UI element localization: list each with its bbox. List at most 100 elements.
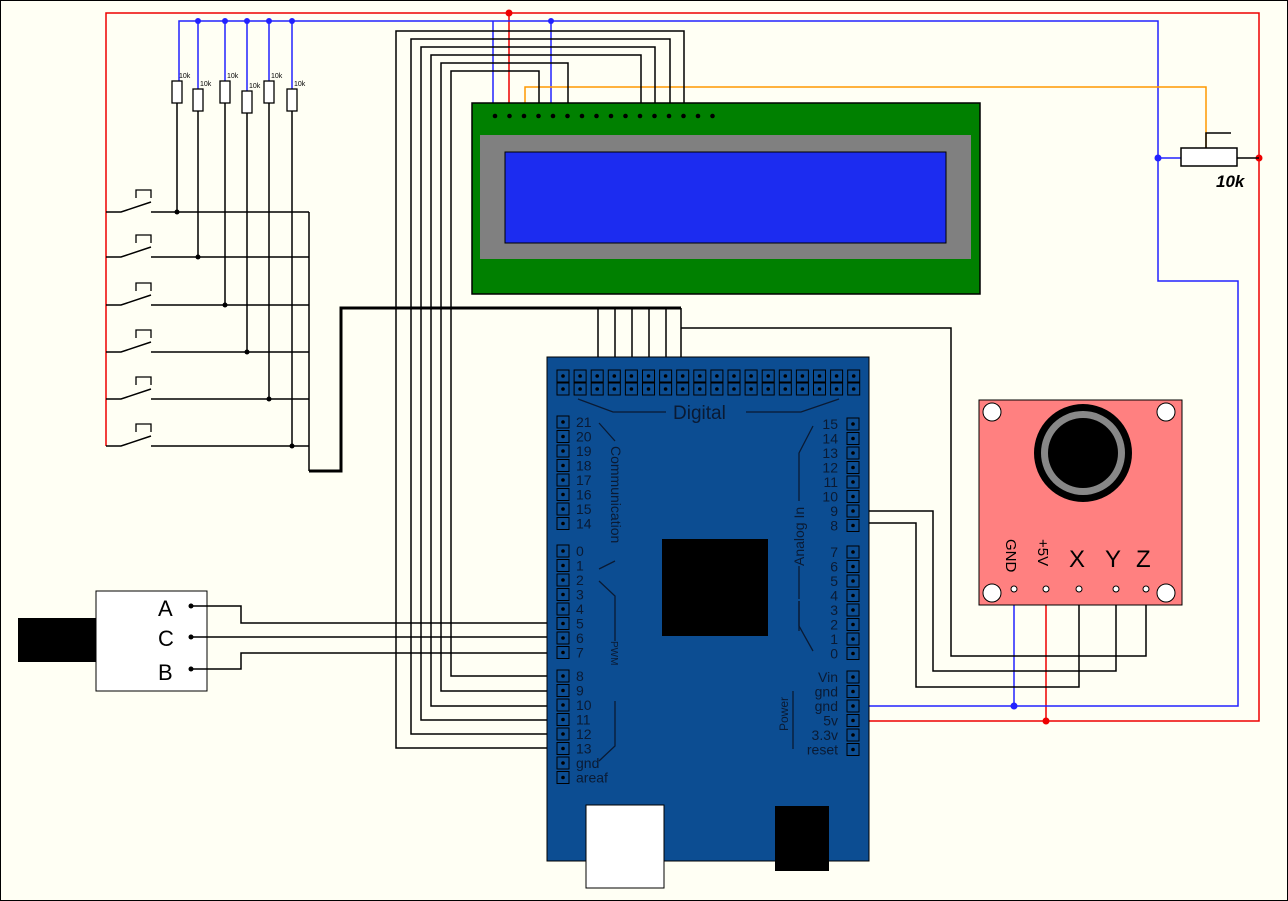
potentiometer[interactable]: 10k: [1180, 132, 1259, 191]
header-pin: [556, 517, 570, 530]
communication-label: Communication: [608, 446, 624, 543]
z-pin-label: Z: [1136, 546, 1151, 573]
rotary-encoder-connector: A C B: [18, 590, 557, 692]
header-pin: [556, 646, 570, 659]
pushbutton-switch[interactable]: [106, 376, 309, 400]
header-pin: [846, 519, 860, 532]
header-pin: [556, 742, 570, 755]
header-pin: [847, 369, 861, 383]
header-pin: [556, 727, 570, 741]
power-pin-label: gnd: [815, 684, 838, 700]
lcd-pin: [507, 113, 512, 119]
power-jack: [775, 806, 829, 871]
header-pin: [556, 602, 570, 616]
lcd-pin: [652, 113, 657, 119]
lcd-display: [471, 102, 981, 295]
power-pin-label: 5v: [823, 713, 838, 729]
resistor: [286, 88, 298, 112]
analog-in-label: Analog In: [791, 507, 807, 566]
header-pin: [556, 444, 570, 458]
digital-label: Digital: [673, 403, 726, 424]
pushbuttons: [106, 189, 309, 447]
header-pin: [846, 743, 860, 756]
header-pin: [727, 382, 741, 396]
lcd-data-wires: [395, 30, 1147, 749]
analog-pin-label: 7: [830, 544, 838, 560]
header-pin: [556, 430, 570, 443]
resistor: [192, 88, 204, 112]
header-pin: [795, 382, 809, 396]
communication-pin-label: 17: [576, 472, 592, 488]
header-pin: [607, 382, 621, 396]
arduino-mega-board: 2120191817161514012345678910111213gndare…: [546, 356, 870, 889]
analog-pin-label: 2: [830, 617, 838, 633]
digital-pin-label: 8: [576, 668, 584, 684]
header-pin: [778, 382, 792, 396]
lcd-pin: [710, 113, 715, 119]
header-pin: [590, 369, 604, 383]
header-pin: [813, 369, 826, 383]
pwm-pin-label: 4: [576, 601, 584, 617]
header-pin: [830, 382, 844, 396]
pwm-pin-label: 2: [576, 572, 584, 588]
header-pin: [846, 618, 860, 631]
pushbutton-switch[interactable]: [106, 282, 309, 306]
header-pin: [556, 698, 570, 712]
y-pin-label: Y: [1105, 546, 1121, 573]
analog-pin-label: 13: [822, 445, 838, 461]
pushbutton-switch[interactable]: [106, 329, 309, 353]
x-pin-label: X: [1069, 546, 1085, 573]
header-pin: [727, 369, 741, 383]
header-pin: [607, 369, 621, 383]
header-pin: [846, 504, 860, 518]
pushbutton-switch[interactable]: [106, 189, 309, 213]
header-pin: [693, 369, 707, 383]
gnd-pin-label: GND: [1002, 539, 1019, 573]
vcc-pin-label: +5V: [1034, 539, 1051, 566]
header-pin: [761, 369, 775, 383]
pin-b-label: B: [158, 660, 173, 685]
power-label: Power: [777, 697, 791, 731]
header-pin: [846, 446, 860, 460]
analog-pin-label: 12: [822, 460, 838, 476]
lcd-pin: [608, 113, 614, 119]
lcd-pin: [550, 113, 556, 119]
digital-pin-label: 11: [576, 712, 591, 728]
analog-pin-label: 3: [830, 602, 838, 618]
header-pin: [830, 369, 844, 383]
header-pin: [693, 382, 707, 396]
pushbutton-switch[interactable]: [106, 234, 309, 258]
usb-port: [585, 804, 665, 889]
digital-pin-label: 9: [576, 683, 584, 699]
pwm-pin-label: 0: [576, 543, 584, 559]
digital-pin-label: 12: [576, 726, 592, 742]
digital-pin-label: 10: [576, 697, 592, 713]
header-pin: [710, 369, 724, 383]
pwm-pin-label: 5: [576, 616, 584, 632]
analog-pin-label: 10: [822, 489, 838, 505]
header-pin: [642, 382, 655, 396]
analog-pin-label: 15: [822, 416, 838, 432]
lcd-pin: [594, 113, 599, 119]
header-pin: [556, 488, 570, 501]
header-pin: [846, 728, 860, 742]
digital-pin-label: areaf: [576, 770, 608, 786]
blue-gnd-wires: [178, 18, 1239, 710]
orange-contrast-wire: [524, 86, 1207, 148]
pwm-pin-label: 3: [576, 587, 584, 603]
header-pin: [795, 369, 809, 383]
header-pin: [659, 382, 673, 396]
pushbutton-switch[interactable]: [106, 423, 309, 447]
header-pin: [846, 490, 860, 503]
header-pin: [847, 382, 861, 396]
header-pin: [624, 382, 638, 396]
lcd-pin: [681, 113, 686, 119]
lcd-pin-header: [492, 113, 715, 119]
header-pin: [556, 559, 570, 572]
lcd-pin: [637, 113, 643, 119]
header-pin: [846, 647, 860, 660]
power-pin-label: 3.3v: [812, 727, 838, 743]
